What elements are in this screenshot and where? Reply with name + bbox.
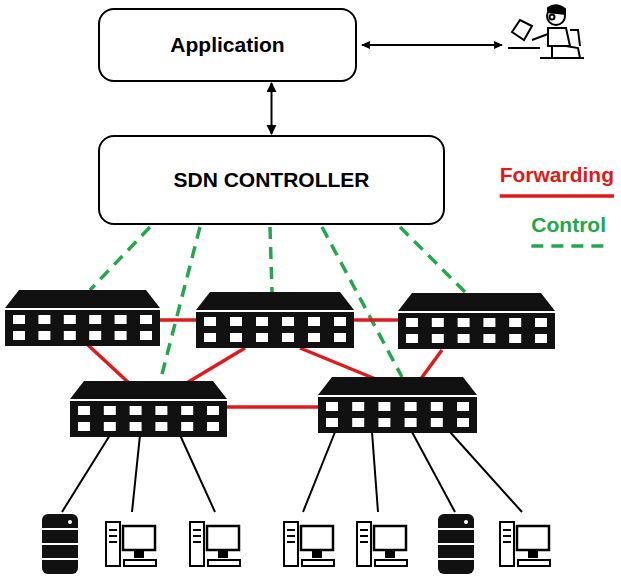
host-links <box>62 432 522 512</box>
network-switch <box>70 381 227 437</box>
pc-icon <box>357 522 407 566</box>
legend-line-sample <box>531 244 606 248</box>
user-icon <box>508 5 584 58</box>
user-arrow <box>362 44 502 46</box>
pc-icon <box>500 522 550 566</box>
network-switch <box>398 293 555 349</box>
legend-text: Forwarding <box>500 163 614 187</box>
box-label: Application <box>158 33 296 57</box>
pc-icon <box>190 522 240 566</box>
rounded-box: SDN CONTROLLER <box>98 135 445 225</box>
box-label: SDN CONTROLLER <box>162 168 382 192</box>
pc-icon <box>284 522 334 566</box>
legend-text: Control <box>531 213 606 237</box>
server-icon <box>438 514 474 574</box>
network-switch <box>5 290 160 346</box>
server-icon <box>42 514 78 574</box>
rounded-box: Application <box>98 8 357 82</box>
network-switch <box>318 377 477 433</box>
pc-icon <box>106 522 156 566</box>
legend-line-sample <box>500 194 614 198</box>
connector-arrow <box>271 83 273 134</box>
network-switch <box>196 292 354 348</box>
